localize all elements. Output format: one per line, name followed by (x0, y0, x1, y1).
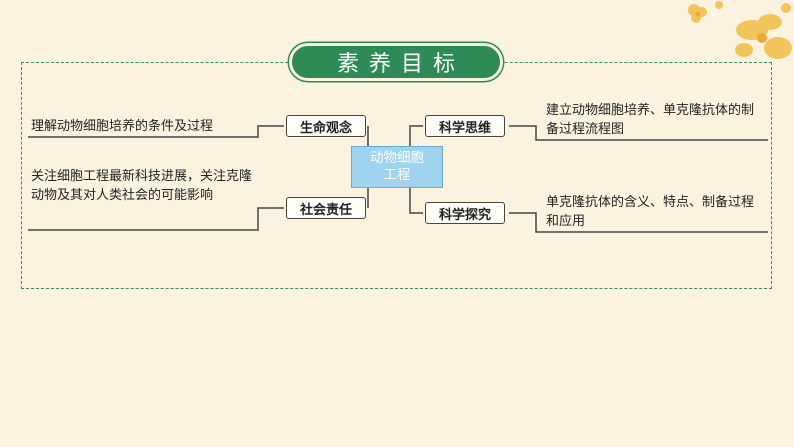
leaf-text-life-concept: 理解动物细胞培养的条件及过程 (31, 119, 214, 134)
branch-node-scientific-inquiry: 科学探究 (425, 202, 505, 224)
center-topic-node: 动物细胞工程 (351, 146, 443, 188)
leaf-text-scientific-inquiry: 单克隆抗体的含义、特点、制备过程和应用 (546, 195, 755, 229)
branch-node-scientific-thinking: 科学思维 (425, 115, 505, 137)
branch-node-social-responsibility: 社会责任 (286, 197, 366, 219)
flower-decoration-icon (688, 1, 792, 59)
page-title: 素养目标 (289, 43, 503, 81)
branch-node-life-concept: 生命观念 (286, 115, 366, 137)
leaf-text-scientific-thinking: 建立动物细胞培养、单克隆抗体的制备过程流程图 (546, 103, 755, 137)
leaf-text-social-responsibility: 关注细胞工程最新科技进展，关注克隆动物及其对人类社会的可能影响 (31, 169, 253, 203)
